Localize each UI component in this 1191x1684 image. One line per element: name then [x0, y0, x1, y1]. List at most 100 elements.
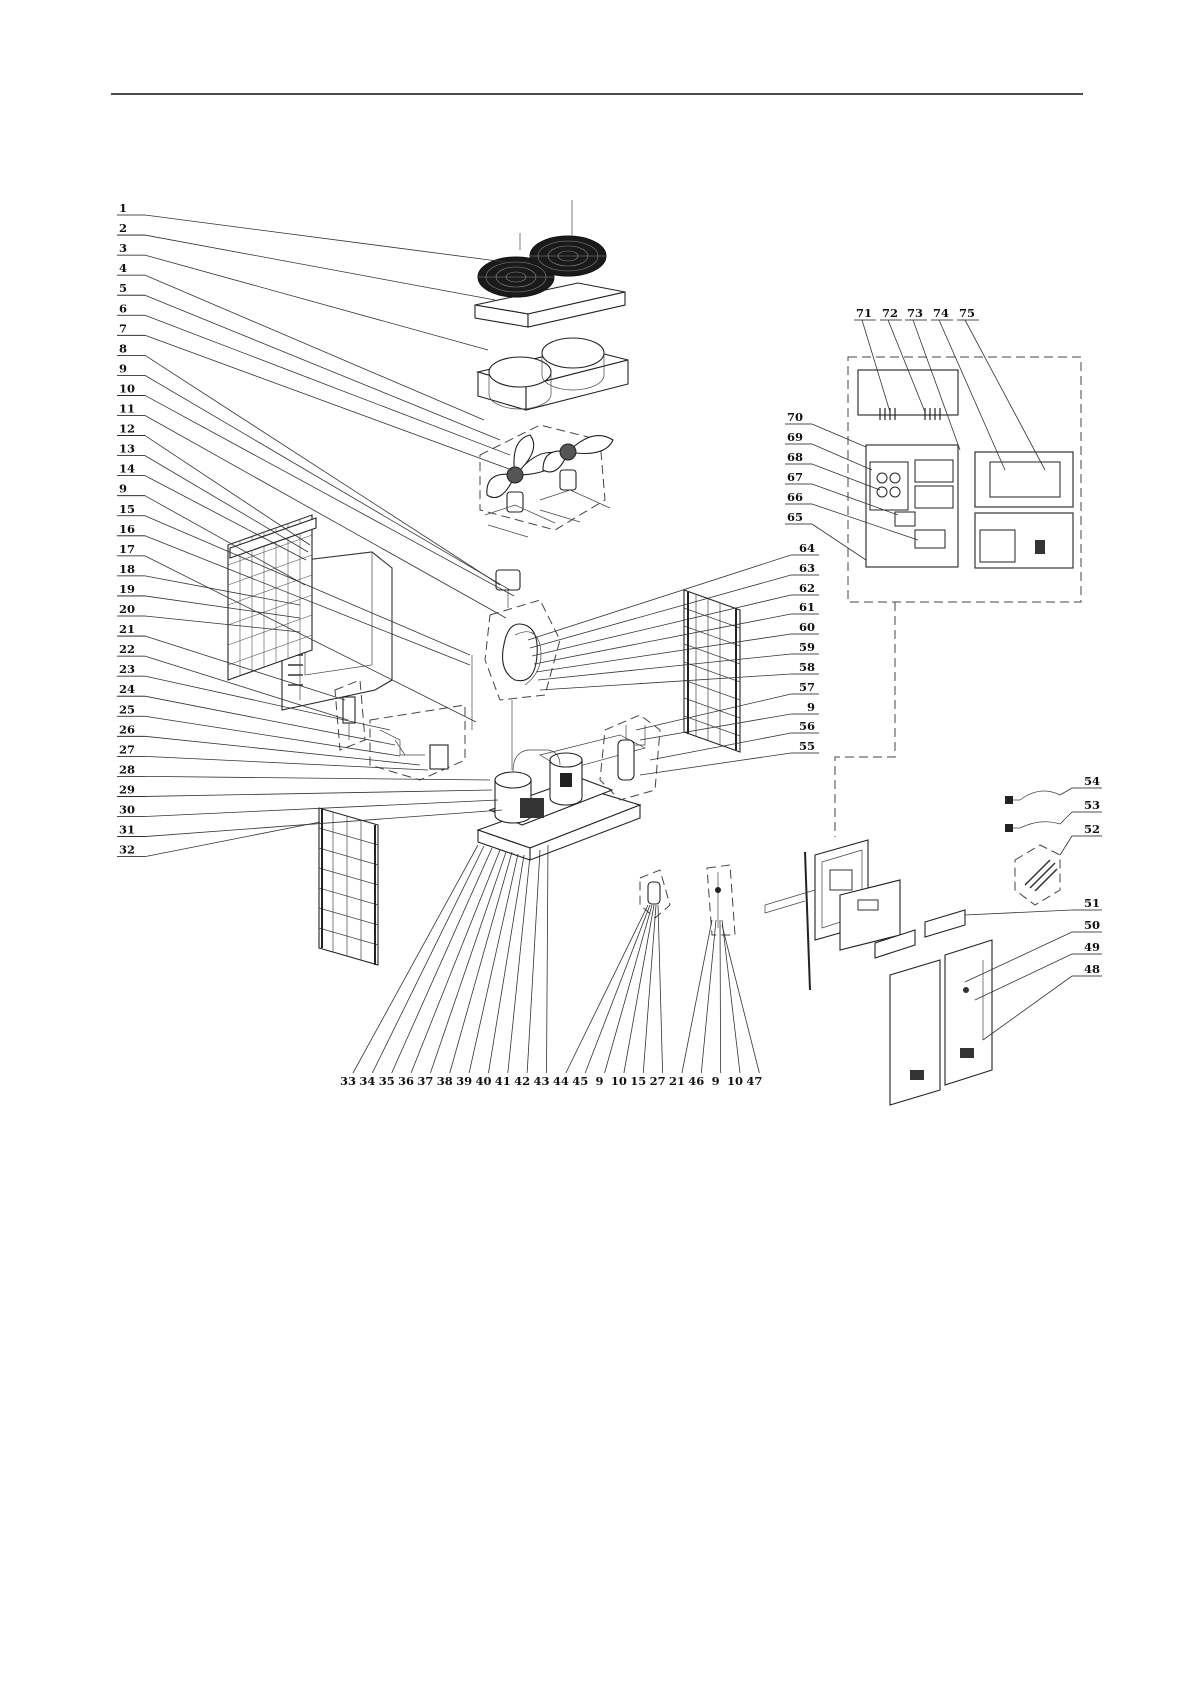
- front-panels: [875, 910, 992, 1105]
- leader-line: [532, 595, 791, 656]
- leader-line: [1060, 836, 1072, 855]
- part-label-left: 31: [119, 823, 135, 837]
- part-label-bottom: 38: [437, 1074, 453, 1088]
- top-cover-with-fan-guards: [475, 200, 625, 327]
- part-label-left: 18: [119, 562, 135, 576]
- part-label-right: 9: [807, 700, 815, 714]
- fan-shroud: [478, 338, 628, 410]
- accessory-label: 49: [1084, 940, 1100, 954]
- part-label-left: 4: [119, 261, 127, 275]
- part-label-bottom: 35: [379, 1074, 395, 1088]
- part-label-left: 8: [119, 341, 127, 355]
- part-label-left: 26: [119, 722, 135, 736]
- leader-line: [536, 634, 791, 672]
- part-label-right: 63: [799, 561, 815, 575]
- leader-line: [658, 905, 663, 1073]
- unit-components: [228, 200, 1081, 1105]
- leader-line: [547, 845, 549, 1073]
- leader-line: [585, 905, 650, 1073]
- control-box-label-top: 71: [856, 306, 872, 320]
- part-label-left: 28: [119, 762, 135, 776]
- part-label-left: 3: [119, 241, 127, 255]
- part-label-left: 29: [119, 782, 135, 796]
- control-box-label-top: 75: [959, 306, 975, 320]
- part-label-left: 5: [119, 281, 127, 295]
- part-label-left: 6: [119, 301, 127, 315]
- leader-line: [145, 716, 400, 756]
- part-label-bottom: 39: [456, 1074, 472, 1088]
- leader-line: [722, 925, 759, 1073]
- leader-line: [1060, 812, 1072, 824]
- control-box-exploded: [835, 357, 1081, 837]
- leader-line: [450, 852, 512, 1073]
- part-label-bottom: 15: [630, 1074, 646, 1088]
- leader-line: [640, 753, 791, 775]
- leader-line: [145, 476, 306, 560]
- part-label-right: 58: [799, 660, 815, 674]
- accessory-label: 52: [1084, 822, 1100, 836]
- part-label-left: 19: [119, 582, 135, 596]
- front-grille-left: [319, 808, 378, 965]
- part-label-bottom: 40: [475, 1074, 491, 1088]
- leader-line: [534, 614, 791, 664]
- part-label-left: 7: [119, 321, 127, 335]
- leader-line: [372, 846, 484, 1073]
- part-label-left: 16: [119, 522, 135, 536]
- part-label-right: 59: [799, 640, 815, 654]
- accessory-label: 50: [1084, 918, 1100, 932]
- control-box-label-left: 67: [787, 470, 803, 484]
- leader-line: [145, 215, 505, 262]
- part-label-bottom: 9: [712, 1074, 720, 1088]
- part-label-bottom: 10: [611, 1074, 627, 1088]
- part-label-bottom: 44: [553, 1074, 569, 1088]
- leader-line: [701, 920, 716, 1073]
- part-label-left: 23: [119, 662, 135, 676]
- leader-line: [145, 756, 428, 770]
- leader-line: [145, 275, 484, 420]
- part-label-right: 60: [799, 620, 815, 634]
- part-label-right: 61: [799, 600, 815, 614]
- part-label-bottom: 36: [398, 1074, 414, 1088]
- leader-line: [145, 335, 512, 470]
- part-label-bottom: 27: [650, 1074, 666, 1088]
- leader-line: [682, 920, 712, 1073]
- leader-line: [145, 736, 420, 765]
- leader-line: [983, 976, 1072, 1040]
- leader-line: [145, 822, 320, 857]
- control-box-label-top: 74: [933, 306, 949, 320]
- part-label-right: 64: [799, 541, 815, 555]
- leader-line: [527, 850, 540, 1073]
- part-label-left: 9: [119, 482, 127, 496]
- leader-line: [145, 315, 510, 455]
- control-box-label-top: 72: [882, 306, 898, 320]
- part-label-left: 13: [119, 442, 135, 456]
- part-label-bottom: 46: [688, 1074, 704, 1088]
- control-box-label-left: 69: [787, 430, 803, 444]
- valve-assembly-left: [335, 680, 465, 780]
- part-label-bottom: 45: [572, 1074, 588, 1088]
- control-box-label-left: 66: [787, 490, 803, 504]
- part-label-right: 56: [799, 719, 815, 733]
- part-label-left: 32: [119, 843, 135, 857]
- control-box-label-left: 70: [787, 410, 803, 424]
- leader-line: [812, 444, 872, 470]
- part-label-left: 25: [119, 702, 135, 716]
- control-box-label-left: 68: [787, 450, 803, 464]
- part-label-left: 12: [119, 422, 135, 436]
- part-label-left: 2: [119, 221, 127, 235]
- part-label-left: 24: [119, 682, 135, 696]
- leader-line: [145, 456, 308, 552]
- leader-line: [145, 255, 488, 350]
- control-box-label-left: 65: [787, 510, 803, 524]
- control-box-label-top: 73: [907, 306, 923, 320]
- leader-line: [540, 674, 791, 690]
- part-label-bottom: 21: [669, 1074, 685, 1088]
- leader-line: [411, 850, 500, 1073]
- part-label-left: 22: [119, 642, 135, 656]
- part-label-left: 17: [119, 542, 135, 556]
- accessory-label: 48: [1084, 962, 1100, 976]
- leader-line: [530, 575, 791, 648]
- part-label-right: 55: [799, 739, 815, 753]
- part-label-bottom: 47: [746, 1074, 762, 1088]
